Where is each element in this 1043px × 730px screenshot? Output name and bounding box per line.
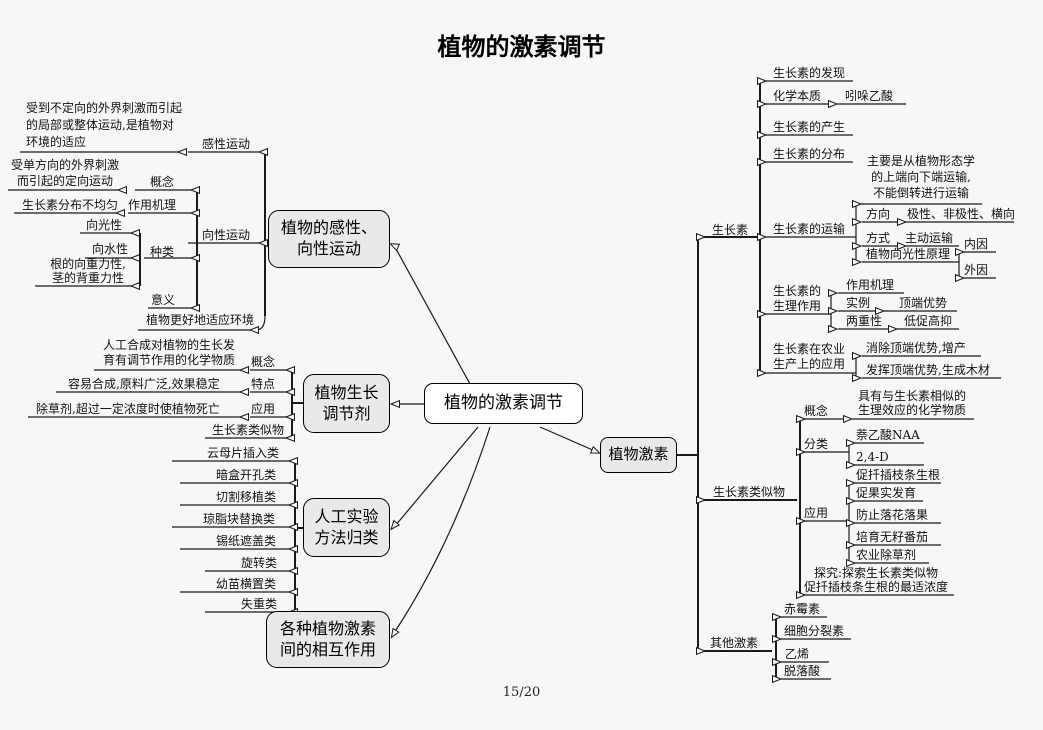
tropic-concept-label: 概念 xyxy=(150,175,175,189)
experiment-item: 锡纸遮盖类 xyxy=(216,534,277,548)
gravitropism-label: 根的向重力性, 茎的背重力性 xyxy=(50,257,126,285)
analog-concept-desc: 具有与生长素相似的 生理效应的化学物质 xyxy=(857,389,966,417)
sensory-label[interactable]: 感性运动 xyxy=(202,137,251,151)
experiment-item: 琼脂块替换类 xyxy=(203,512,276,526)
hydrotropism-label: 向水性 xyxy=(92,242,129,256)
tropic-mechanism-label: 作用机理 xyxy=(128,198,177,212)
types-label: 种类 xyxy=(150,245,175,259)
node-regulator-line1: 植物生长 xyxy=(314,382,379,402)
physiology-example-value: 顶端优势 xyxy=(899,296,948,310)
analog-concept-label: 概念 xyxy=(804,404,829,418)
auxin-chemical-value: 吲哚乙酸 xyxy=(845,89,894,103)
analog-explore-note: 探究:探索生长素类似物 促扦插枝条生根的最适浓度 xyxy=(803,566,948,594)
regulator-application-desc: 除草剂,超过一定浓度时使植物死亡 xyxy=(36,402,220,416)
node-root[interactable]: 植物的激素调节 xyxy=(424,383,583,424)
analog-classification-label: 分类 xyxy=(804,437,829,451)
significance-desc: 植物更好地适应环境 xyxy=(146,313,255,327)
others-label[interactable]: 其他激素 xyxy=(710,636,759,650)
other-hormone-item: 细胞分裂素 xyxy=(784,624,845,638)
experiment-item: 旋转类 xyxy=(241,556,278,570)
physiology-duality-label: 两重性 xyxy=(846,314,883,328)
node-interaction[interactable]: 各种植物激素 间的相互作用 xyxy=(266,611,390,668)
phototropism-principle-label: 植物向光性原理 xyxy=(866,247,951,261)
node-experiment[interactable]: 人工实验 方法归类 xyxy=(303,498,390,557)
node-experiment-line1: 人工实验 xyxy=(314,506,379,526)
transport-mode-label: 方式 xyxy=(866,231,891,245)
auxin-chemical-label: 化学本质 xyxy=(773,89,822,103)
regulator-feature-label: 特点 xyxy=(251,377,276,391)
significance-label: 意义 xyxy=(151,293,176,307)
principle-internal: 内因 xyxy=(964,237,989,251)
auxin-distribution: 生长素的分布 xyxy=(773,147,846,161)
experiment-item: 切割移植类 xyxy=(216,490,277,504)
page-title: 植物的激素调节 xyxy=(437,33,606,61)
node-regulator-line2: 调节剂 xyxy=(322,403,371,423)
regulator-analog-label: 生长素类似物 xyxy=(212,423,285,437)
analog-class-item: 2,4-D xyxy=(856,450,889,464)
phototropism-label: 向光性 xyxy=(86,218,123,232)
auxin-physiology-label: 生长素的 生理作用 xyxy=(773,284,822,313)
other-hormone-item: 脱落酸 xyxy=(784,664,821,678)
node-movement-line2: 向性运动 xyxy=(296,239,361,258)
regulator-feature-desc: 容易合成,原料广泛,效果稳定 xyxy=(68,377,220,391)
page-number: 15/20 xyxy=(502,685,541,700)
analog-class-item: 萘乙酸NAA xyxy=(856,428,920,442)
analog-app-item: 促果实发育 xyxy=(856,486,917,500)
physiology-mechanism: 作用机理 xyxy=(846,278,895,292)
tropic-mechanism-desc: 生长素分布不均匀 xyxy=(22,198,119,212)
agriculture-use2: 发挥顶端优势,生成木材 xyxy=(866,363,990,377)
node-root-label: 植物的激素调节 xyxy=(444,393,563,414)
agriculture-use1: 消除顶端优势,增产 xyxy=(866,341,966,355)
experiment-item: 失重类 xyxy=(241,597,278,611)
analog-label[interactable]: 生长素类似物 xyxy=(713,485,786,499)
analog-application-label: 应用 xyxy=(804,506,829,520)
other-hormone-item: 乙烯 xyxy=(785,647,810,661)
auxin-discovery: 生长素的发现 xyxy=(773,66,846,80)
sensory-desc: 受到不定向的外界刺激而引起 的局部或整体运动,是植物对 环境的适应 xyxy=(26,101,183,149)
regulator-application-label: 应用 xyxy=(251,402,276,416)
physiology-example-label: 实例 xyxy=(846,296,871,310)
experiment-item: 暗盒开孔类 xyxy=(216,468,277,482)
node-experiment-line2: 方法归类 xyxy=(314,527,379,547)
node-movement[interactable]: 植物的感性、 向性运动 xyxy=(268,210,390,268)
transport-mode-value: 主动运输 xyxy=(905,231,954,245)
node-hormones-label: 植物激素 xyxy=(608,445,669,464)
regulator-concept-desc: 人工合成对植物的生长发 育有调节作用的化学物质 xyxy=(102,338,235,367)
node-movement-line1: 植物的感性、 xyxy=(280,218,377,238)
other-hormone-item: 赤霉素 xyxy=(784,602,821,616)
auxin-agriculture-label: 生长素在农业 生产上的应用 xyxy=(773,342,846,371)
analog-app-item: 培育无籽番茄 xyxy=(856,530,929,544)
node-hormones[interactable]: 植物激素 xyxy=(600,437,677,473)
node-regulator[interactable]: 植物生长 调节剂 xyxy=(303,374,390,433)
analog-app-item: 防止落花落果 xyxy=(856,508,929,522)
experiment-item: 云母片插入类 xyxy=(207,446,280,460)
regulator-concept-label: 概念 xyxy=(251,355,276,369)
node-interaction-line1: 各种植物激素 xyxy=(279,618,376,638)
principle-external: 外因 xyxy=(964,263,989,277)
auxin-transport-label: 生长素的运输 xyxy=(773,222,846,236)
analog-app-item: 农业除草剂 xyxy=(856,548,917,562)
transport-note: 主要是从植物形态学 的上端向下端运输, 不能倒转进行运输 xyxy=(866,154,975,200)
node-interaction-line2: 间的相互作用 xyxy=(279,639,376,659)
tropic-concept-desc: 受单方向的外界刺激 而引起的定向运动 xyxy=(10,158,119,188)
tropic-label[interactable]: 向性运动 xyxy=(202,228,251,242)
experiment-item: 幼苗横置类 xyxy=(216,577,277,591)
transport-direction-label: 方向 xyxy=(866,207,891,221)
physiology-duality-value: 低促高抑 xyxy=(904,314,953,328)
auxin-label[interactable]: 生长素 xyxy=(712,223,749,237)
transport-direction-value: 极性、非极性、横向 xyxy=(907,207,1016,221)
auxin-production: 生长素的产生 xyxy=(773,120,846,134)
analog-app-item: 促扦插枝条生根 xyxy=(856,468,941,482)
